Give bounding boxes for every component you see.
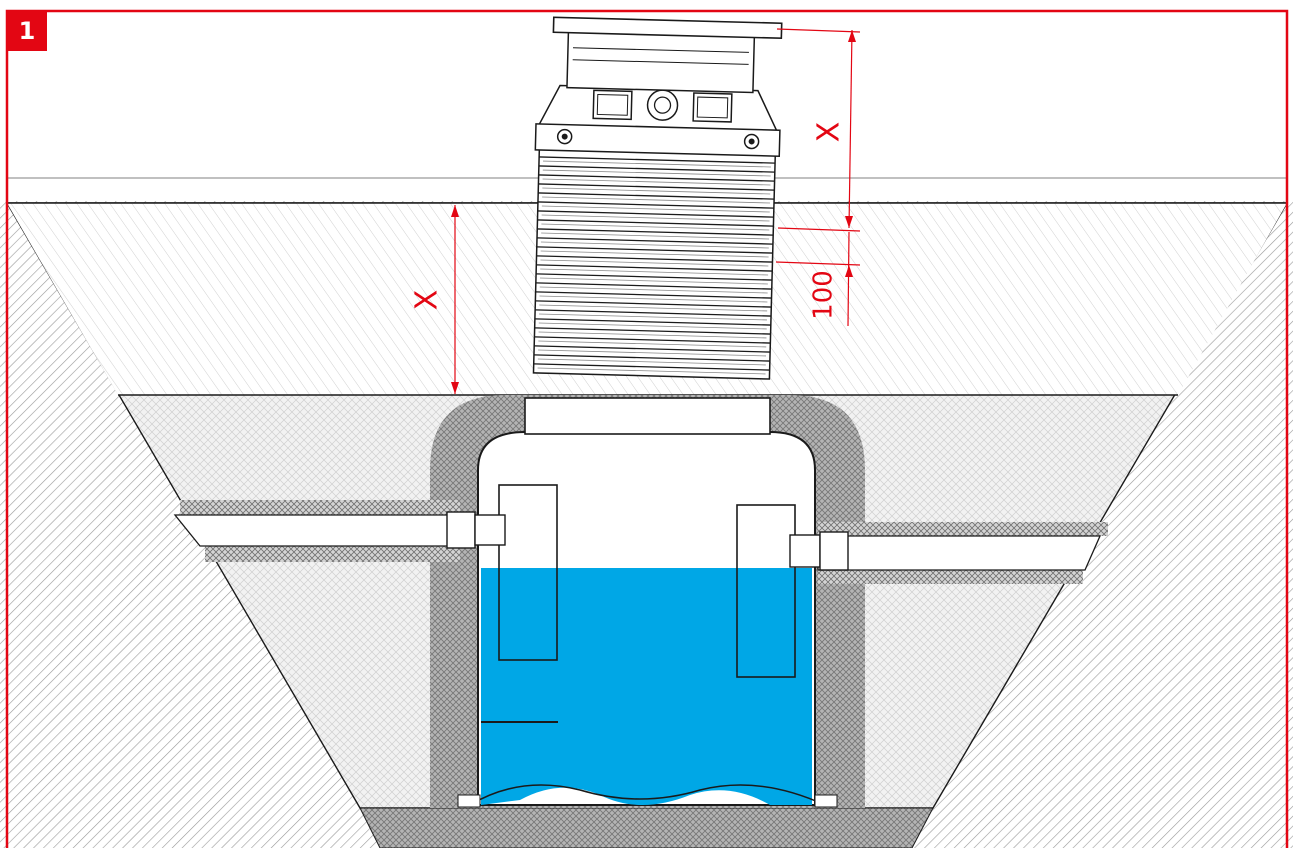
riser-bolt-right-center xyxy=(748,138,755,145)
riser-bolt-left xyxy=(556,128,573,145)
soil-cover-label: X xyxy=(410,290,445,311)
outlet-baffle xyxy=(736,504,796,678)
riser-rib xyxy=(538,192,775,200)
riser-port-right-inner xyxy=(696,96,729,119)
arrow-cover-top xyxy=(451,205,459,217)
tank-neck xyxy=(524,397,771,435)
riser-rib xyxy=(534,318,771,326)
inlet-baffle xyxy=(498,484,558,661)
riser-rib xyxy=(534,345,771,353)
inlet-pipe-bedding-top xyxy=(180,500,460,516)
overlap-label: 100 xyxy=(809,270,839,320)
riser-rib xyxy=(537,210,774,218)
riser-rib-shadow xyxy=(542,178,771,186)
outlet-pipe xyxy=(817,535,1101,571)
inlet-socket-collar xyxy=(474,514,506,546)
tank-foot-right xyxy=(814,794,838,808)
riser-rib xyxy=(535,300,772,308)
dim-overlap xyxy=(847,231,850,327)
figure-number-badge: 1 xyxy=(7,11,47,51)
arrow-overlap-top xyxy=(845,265,853,277)
dim-ext-low xyxy=(775,261,861,266)
water-level xyxy=(481,568,812,805)
riser-rib-shadow xyxy=(539,286,768,294)
riser-rib-shadow xyxy=(540,241,769,249)
outlet-socket xyxy=(789,534,821,568)
riser-rib-shadow xyxy=(541,223,770,231)
arrow-cover-bottom xyxy=(451,382,459,394)
riser-rib xyxy=(533,354,770,362)
inlet-pipe-bedding-bottom xyxy=(205,546,460,562)
riser-rib-shadow xyxy=(537,367,766,375)
inlet-pipe xyxy=(173,514,461,547)
riser-rib-shadow xyxy=(541,205,770,213)
riser-rib xyxy=(535,282,772,290)
riser-rib-shadow xyxy=(540,268,769,276)
riser-collar xyxy=(534,123,781,157)
riser-bolt-left-center xyxy=(561,133,568,140)
riser-rib-shadow xyxy=(538,322,767,330)
riser-rib xyxy=(535,291,772,299)
riser-port-left xyxy=(592,89,633,121)
manhole-lid xyxy=(552,16,783,40)
riser-rib xyxy=(536,237,773,245)
outlet-pipe-bedding-bottom xyxy=(818,570,1083,584)
arrow-riser-top xyxy=(848,30,856,42)
riser-rib xyxy=(533,363,770,371)
riser-port-left-inner xyxy=(596,93,629,116)
riser-rib xyxy=(534,327,771,335)
riser-rib-shadow xyxy=(537,358,766,366)
riser-rib xyxy=(538,174,775,182)
riser-rib xyxy=(535,309,772,317)
riser-rib-shadow xyxy=(538,331,767,339)
riser-rib-shadow xyxy=(539,304,768,312)
riser-port-right xyxy=(692,92,733,123)
dimension-lines xyxy=(454,28,861,394)
riser-height-label: X xyxy=(812,122,847,143)
riser-rib xyxy=(537,219,774,227)
riser-rib xyxy=(538,183,775,191)
riser-rib-shadow xyxy=(543,160,771,168)
riser-rib-shadow xyxy=(538,349,767,357)
riser-vent-inner xyxy=(653,96,672,114)
riser-rib xyxy=(539,156,776,164)
riser-rib-shadow xyxy=(539,295,768,303)
dim-ext-mid xyxy=(777,227,861,232)
riser-rib xyxy=(536,273,773,281)
dim-riser-height xyxy=(848,29,853,229)
riser-rib-shadow xyxy=(540,259,769,267)
riser-rib-shadow xyxy=(542,187,771,195)
riser-rib xyxy=(536,246,773,254)
outlet-pipe-bedding-top xyxy=(818,522,1108,536)
tank-bottom-dome xyxy=(469,784,826,806)
riser-bolt-right xyxy=(743,133,760,150)
riser-rib-shadow xyxy=(541,232,770,240)
riser-rib xyxy=(536,255,773,263)
arrow-riser-bottom xyxy=(845,216,853,228)
lid-neck-line-1 xyxy=(572,47,749,53)
tank-foot-left xyxy=(457,794,481,808)
dim-ext-top xyxy=(776,28,861,33)
riser-rib xyxy=(538,165,775,173)
riser-rib-shadow xyxy=(541,214,770,222)
inlet-socket xyxy=(446,511,476,549)
riser-ribs xyxy=(533,156,776,375)
figure-frame xyxy=(5,9,1289,848)
riser-rib xyxy=(537,228,774,236)
riser-rib xyxy=(534,336,771,344)
telescopic-riser xyxy=(532,16,783,380)
riser-rib-shadow xyxy=(539,277,768,285)
riser-rib xyxy=(536,264,773,272)
gravel-bed xyxy=(359,807,934,848)
outlet-socket-collar xyxy=(819,531,849,571)
riser-rib-shadow xyxy=(542,196,771,204)
riser-rib-shadow xyxy=(539,313,767,321)
riser-rib-shadow xyxy=(542,169,771,177)
lid-neck-line-2 xyxy=(572,59,749,65)
riser-rib-shadow xyxy=(540,250,769,258)
dimension-arrows xyxy=(451,30,856,394)
riser-rib xyxy=(537,201,774,209)
riser-rib-shadow xyxy=(538,340,767,348)
